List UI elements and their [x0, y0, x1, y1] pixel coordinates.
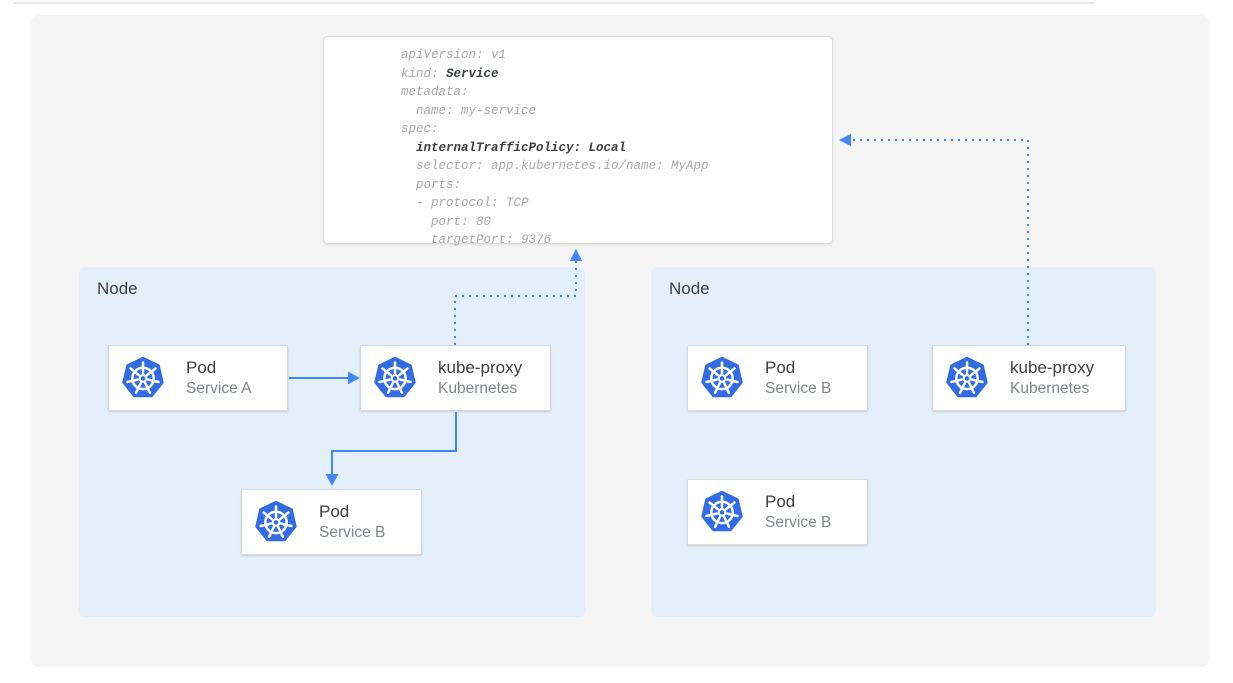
card-text: Pod Service A — [186, 358, 251, 398]
yaml-line: port: 80 — [401, 214, 492, 229]
kubernetes-icon — [122, 357, 164, 399]
yaml-line: spec: — [401, 122, 439, 136]
yaml-line: apiVersion: v1 — [401, 48, 507, 62]
pod-service-b-card-right-top: Pod Service B — [687, 345, 868, 411]
yaml-line: metadata: — [401, 85, 469, 99]
card-title: Pod — [319, 502, 350, 521]
yaml-line: kind: Service — [401, 66, 499, 81]
diagram-canvas: apiVersion: v1 kind: Service metadata: n… — [31, 15, 1209, 667]
pod-service-a-card: Pod Service A — [108, 345, 288, 411]
card-subtitle: Kubernetes — [1010, 380, 1090, 397]
node-label: Node — [669, 279, 710, 298]
service-manifest-card: apiVersion: v1 kind: Service metadata: n… — [323, 36, 833, 247]
card-text: Pod Service B — [765, 358, 831, 398]
kubernetes-icon — [946, 357, 988, 399]
node-left: Node Pod Service A kube-proxy Kubernetes — [79, 267, 585, 617]
card-subtitle: Service A — [186, 380, 252, 397]
yaml-line: selector: app.kubernetes.io/name: MyApp — [401, 159, 709, 173]
card-subtitle: Kubernetes — [438, 380, 518, 397]
yaml-line-internal-traffic-policy: internalTrafficPolicy: Local — [416, 140, 627, 155]
kubernetes-icon — [701, 491, 743, 533]
card-title: kube-proxy — [438, 358, 523, 377]
card-text: kube-proxy Kubernetes — [438, 358, 522, 398]
top-divider — [13, 2, 1095, 4]
card-subtitle: Service B — [765, 514, 832, 531]
card-title: Pod — [186, 358, 217, 377]
yaml-line: ports: — [401, 177, 462, 192]
yaml-line: name: my-service — [401, 103, 537, 118]
kubernetes-icon — [255, 501, 297, 543]
card-subtitle: Service B — [319, 524, 386, 541]
pod-service-b-card-left: Pod Service B — [241, 489, 422, 555]
kube-proxy-card-left: kube-proxy Kubernetes — [360, 345, 551, 411]
card-text: kube-proxy Kubernetes — [1010, 358, 1094, 398]
kubernetes-icon — [374, 357, 416, 399]
pod-service-b-card-right-bottom: Pod Service B — [687, 479, 868, 545]
kubernetes-icon — [701, 357, 743, 399]
yaml-line: - protocol: TCP — [401, 196, 529, 210]
card-text: Pod Service B — [765, 492, 831, 532]
node-right: Node Pod Service B kube-proxy Kubernetes — [651, 267, 1156, 617]
card-title: kube-proxy — [1010, 358, 1095, 377]
card-title: Pod — [765, 492, 796, 511]
node-label: Node — [97, 279, 138, 298]
card-title: Pod — [765, 358, 796, 377]
card-subtitle: Service B — [765, 380, 832, 397]
yaml-line: targetPort: 9376 — [401, 233, 552, 247]
card-text: Pod Service B — [319, 502, 385, 542]
kube-proxy-card-right: kube-proxy Kubernetes — [932, 345, 1126, 411]
